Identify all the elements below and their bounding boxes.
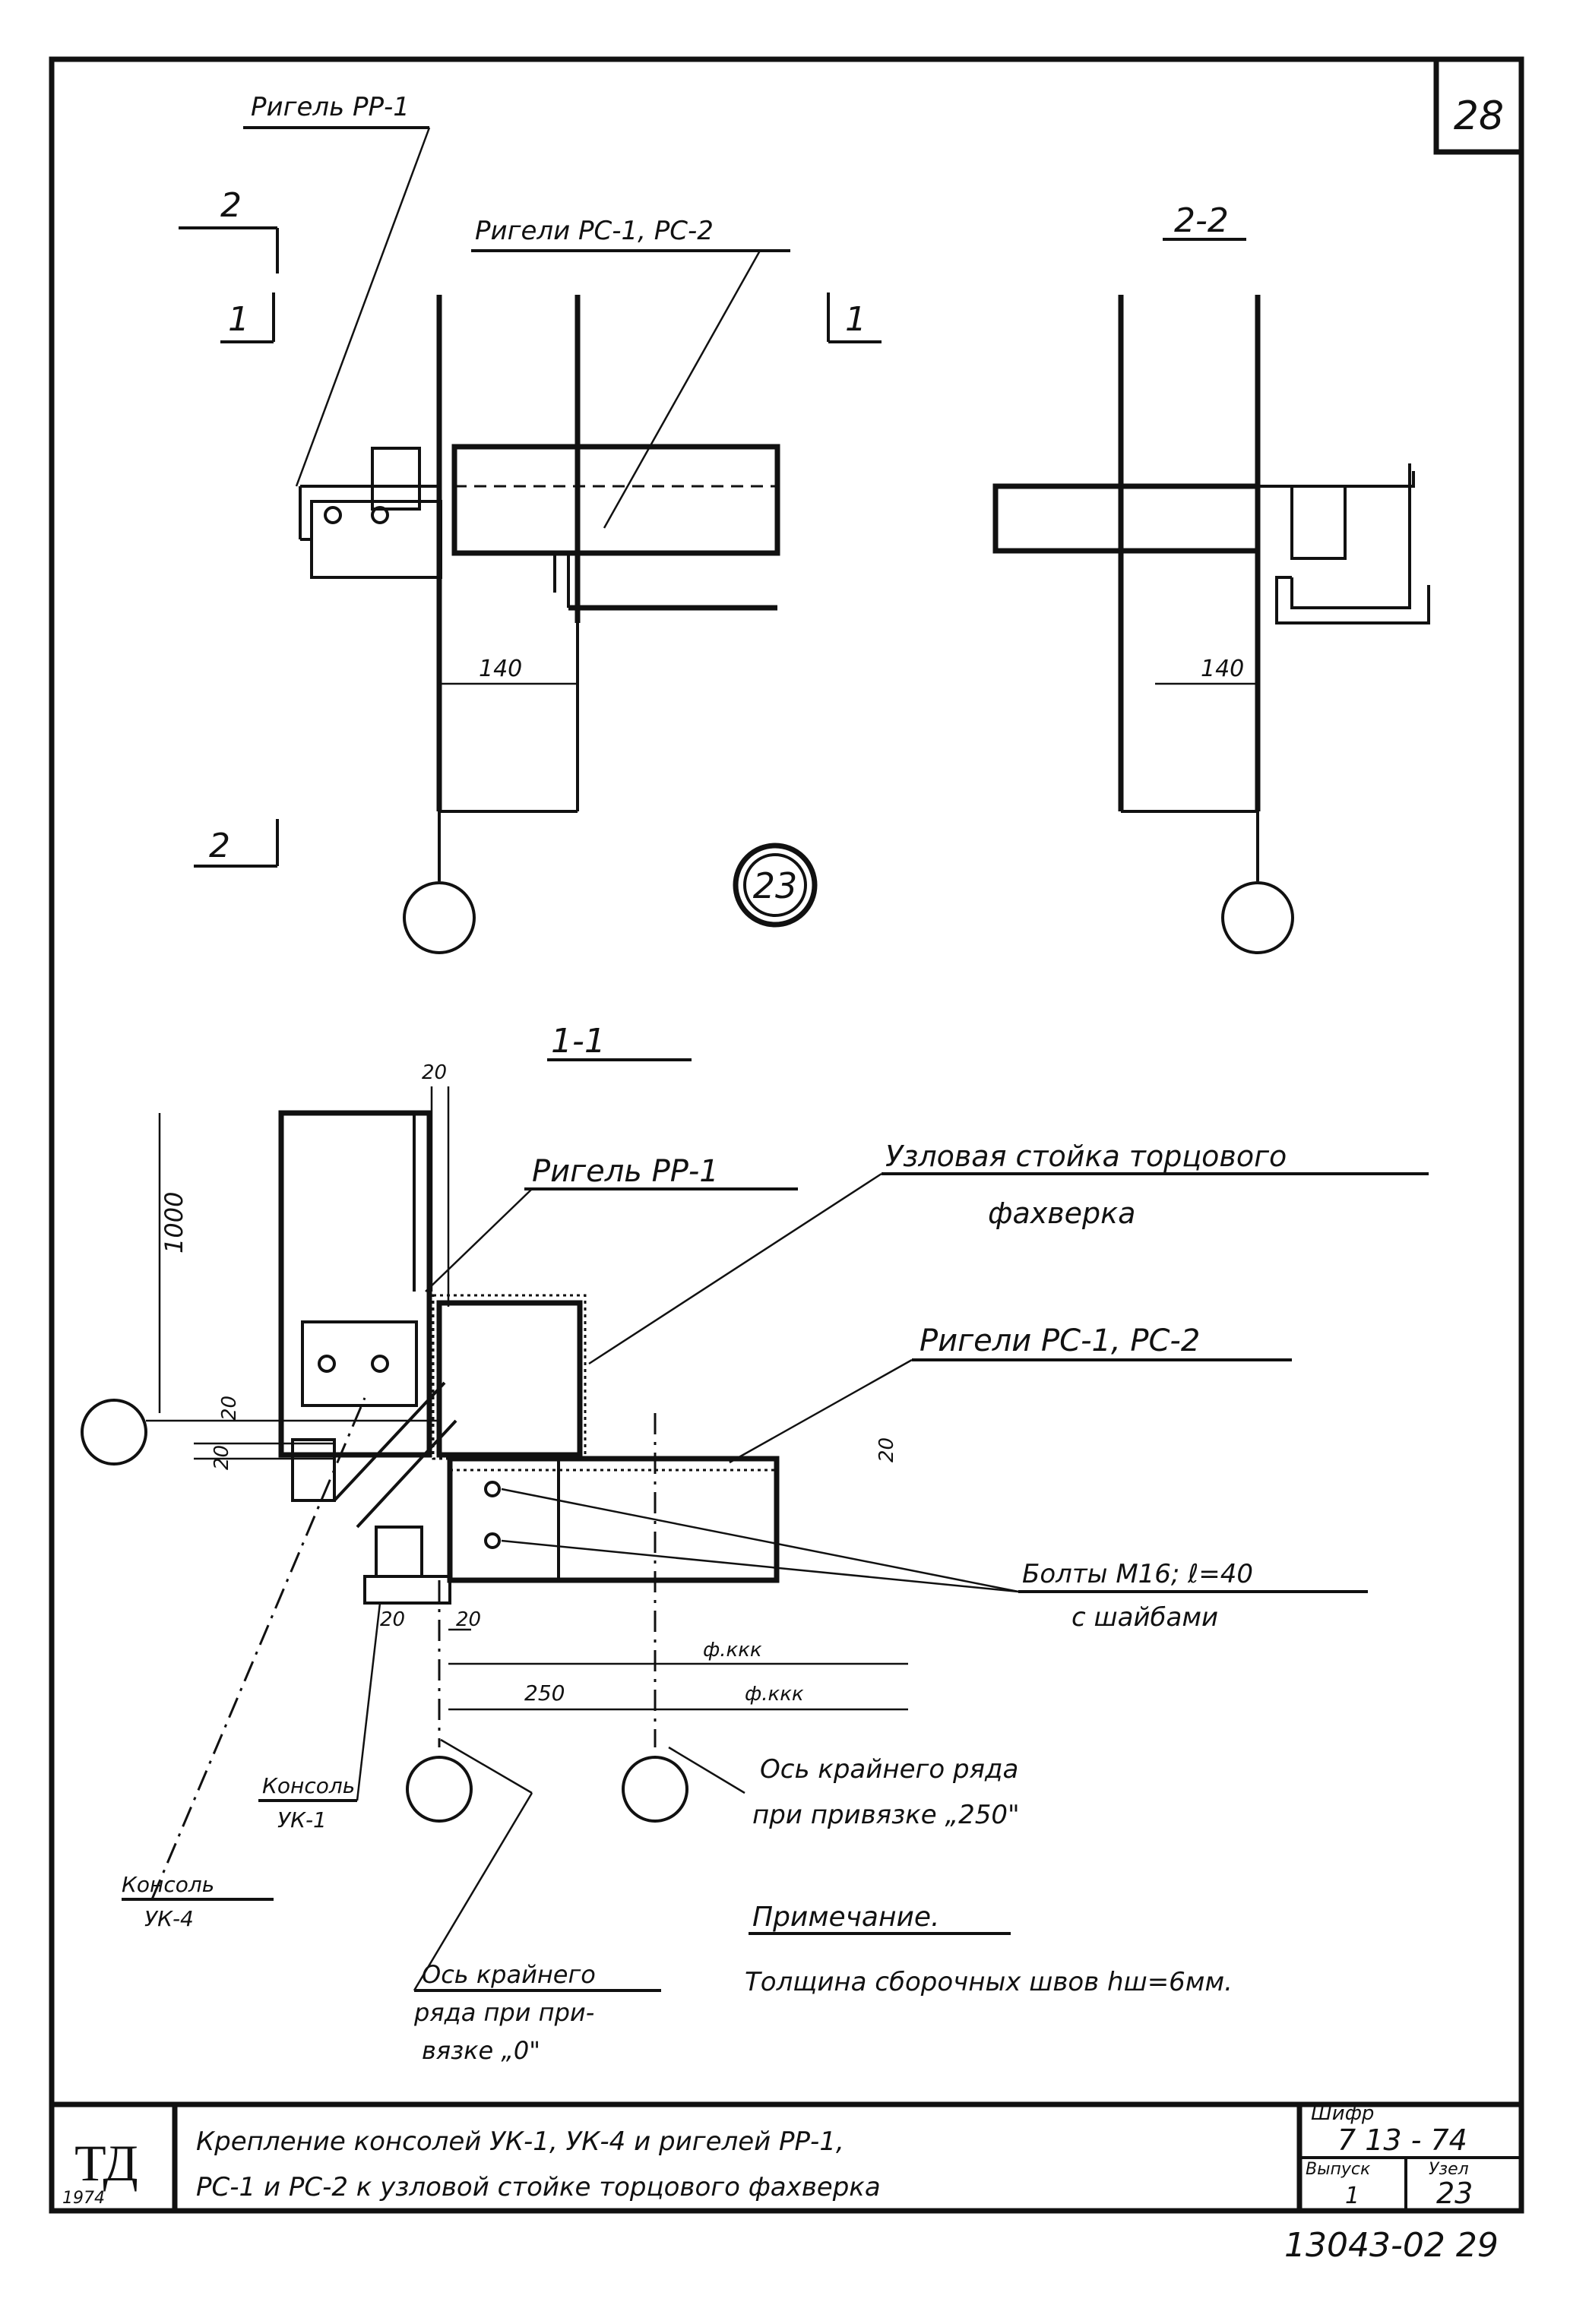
leader-bolty-b: [501, 1539, 1019, 1593]
prim-text: Толщина сборочных швов hш=6мм.: [745, 1967, 1233, 1997]
plate-section: [1258, 463, 1415, 609]
section-1-left-label: 1: [228, 300, 249, 339]
label-uzlovaya-1: Узловая стойка торцового: [885, 1140, 1287, 1173]
label-rigel-pp1: Ригель РР-1: [532, 1154, 719, 1189]
section-11-title: 1-1: [551, 1022, 606, 1061]
tb-bottom-code: 13043-02 29: [1284, 2226, 1499, 2265]
label-uk1-1: Консоль: [262, 1773, 355, 1798]
dim-ab2: ф.ккк: [745, 1683, 804, 1706]
beam-section: [992, 483, 1261, 554]
leader-bolty-a: [501, 1488, 1019, 1593]
leader-os250: [668, 1746, 745, 1794]
label-os0-2: ряда при при-: [413, 1998, 594, 2027]
leader-uzlovaya: [588, 1172, 882, 1365]
label-uzlovaya-2: фахверка: [988, 1197, 1135, 1230]
node-post: [436, 1300, 583, 1458]
leader-pp1: [295, 127, 431, 487]
sheet-number: 28: [1454, 93, 1504, 139]
dim-1000: 1000: [160, 1192, 188, 1254]
label-bolty-2: с шайбами: [1071, 1602, 1218, 1633]
sheet-frame: [49, 56, 1524, 2214]
tb-shifr-label: Шифр: [1311, 2102, 1374, 2125]
section-22-title: 2-2: [1174, 201, 1229, 240]
tb-title-2: РС-1 и РС-2 к узловой стойке торцового ф…: [196, 2172, 881, 2202]
leader-rigeli: [729, 1358, 913, 1464]
beam-bolt-a: [484, 1481, 501, 1497]
angle-section: [1290, 485, 1347, 560]
dim-20-b: 20: [210, 1445, 233, 1470]
detail-number: 23: [753, 865, 798, 906]
dim-20-e: 20: [456, 1608, 481, 1631]
label-rigeli-pc-top: Ригели РС-1, РС-2: [475, 216, 714, 246]
label-uk4-1: Консоль: [122, 1872, 214, 1897]
dim-20-top: 20: [422, 1061, 447, 1084]
leader-pc: [603, 250, 761, 529]
tb-vypusk-label: Выпуск: [1306, 2160, 1371, 2179]
label-uk1-2: УК-1: [277, 1807, 327, 1832]
axis-bubble-250: [622, 1756, 688, 1823]
console-arm: [299, 485, 439, 541]
label-os250-2: при привязке „250": [752, 1800, 1020, 1830]
section-2-bottom-label: 2: [209, 827, 230, 865]
tb-logo: ТД: [74, 2134, 138, 2192]
axis-bubble-b: [1221, 881, 1294, 954]
prim-title: Примечание.: [752, 1902, 939, 1933]
tb-shifr-value: 7 13 - 74: [1337, 2123, 1467, 2157]
axis-bubble-side: [81, 1399, 147, 1466]
tb-vypusk-value: 1: [1345, 2183, 1360, 2209]
label-os250-1: Ось крайнего ряда: [760, 1754, 1018, 1785]
node-post-weld: [432, 1294, 587, 1460]
console-lower-plate: [375, 1526, 423, 1578]
label-os0-3: вязке „0": [422, 2036, 540, 2065]
label-uk4-2: УК-4: [144, 1906, 194, 1931]
console-uk1-plate: [291, 1438, 336, 1502]
leader-os0-a: [413, 1792, 533, 1991]
dim-140-a: 140: [479, 656, 522, 682]
tb-title-1: Крепление консолей УК-1, УК-4 и ригелей …: [196, 2126, 844, 2157]
beam-rc-plan: [447, 1456, 780, 1583]
bolt-1: [324, 506, 342, 524]
dim-250: 250: [524, 1681, 565, 1706]
label-bolty-1: Болты М16; ℓ=40: [1022, 1559, 1253, 1589]
console-bolt-b: [371, 1355, 389, 1373]
upper-column: [278, 1110, 432, 1458]
bolt-2: [371, 506, 389, 524]
title-block: [52, 2101, 1521, 2211]
console-lower: [363, 1575, 451, 1605]
label-rigeli-pc: Ригели РС-1, РС-2: [920, 1323, 1200, 1358]
detail-bubble-inner: [743, 853, 807, 917]
dim-ab1: ф.ккк: [703, 1639, 762, 1662]
label-rigel-pp1-top: Ригель РР-1: [251, 92, 410, 122]
console-bolt-a: [318, 1355, 336, 1373]
leader-pp1-b: [425, 1188, 533, 1292]
dim-140-b: 140: [1201, 656, 1244, 682]
console-bracket: [310, 500, 442, 579]
beam-bolt-b: [484, 1532, 501, 1549]
dim-20-d: 20: [380, 1608, 405, 1631]
console-plate: [371, 447, 421, 511]
leader-uk1: [356, 1602, 381, 1801]
detail-bubble-outer: [733, 843, 818, 928]
axis-bubble-a: [403, 881, 476, 954]
console-uk4-plate: [301, 1320, 418, 1407]
sheet-number-box: [1433, 59, 1521, 155]
tb-year: 1974: [62, 2189, 105, 2208]
label-os0-1: Ось крайнего: [422, 1960, 596, 1989]
leader-os0-b: [440, 1738, 533, 1794]
section-1-1: [81, 1058, 1429, 1992]
beam-rc: [451, 444, 780, 556]
gusset: [333, 1381, 457, 1529]
lower-bracket: [1275, 576, 1430, 624]
leader-uk4: [150, 1397, 366, 1900]
tb-uzel-label: Узел: [1429, 2160, 1469, 2179]
section-2-top-label: 2: [220, 186, 242, 225]
section-1-right-label: 1: [845, 300, 866, 339]
dim-20-a: 20: [218, 1396, 241, 1421]
tb-uzel-value: 23: [1436, 2177, 1473, 2210]
section-2-2: [992, 238, 1430, 954]
axis-bubble-0: [406, 1756, 473, 1823]
dim-20-c: 20: [875, 1437, 898, 1462]
elevation-view: [179, 126, 882, 954]
